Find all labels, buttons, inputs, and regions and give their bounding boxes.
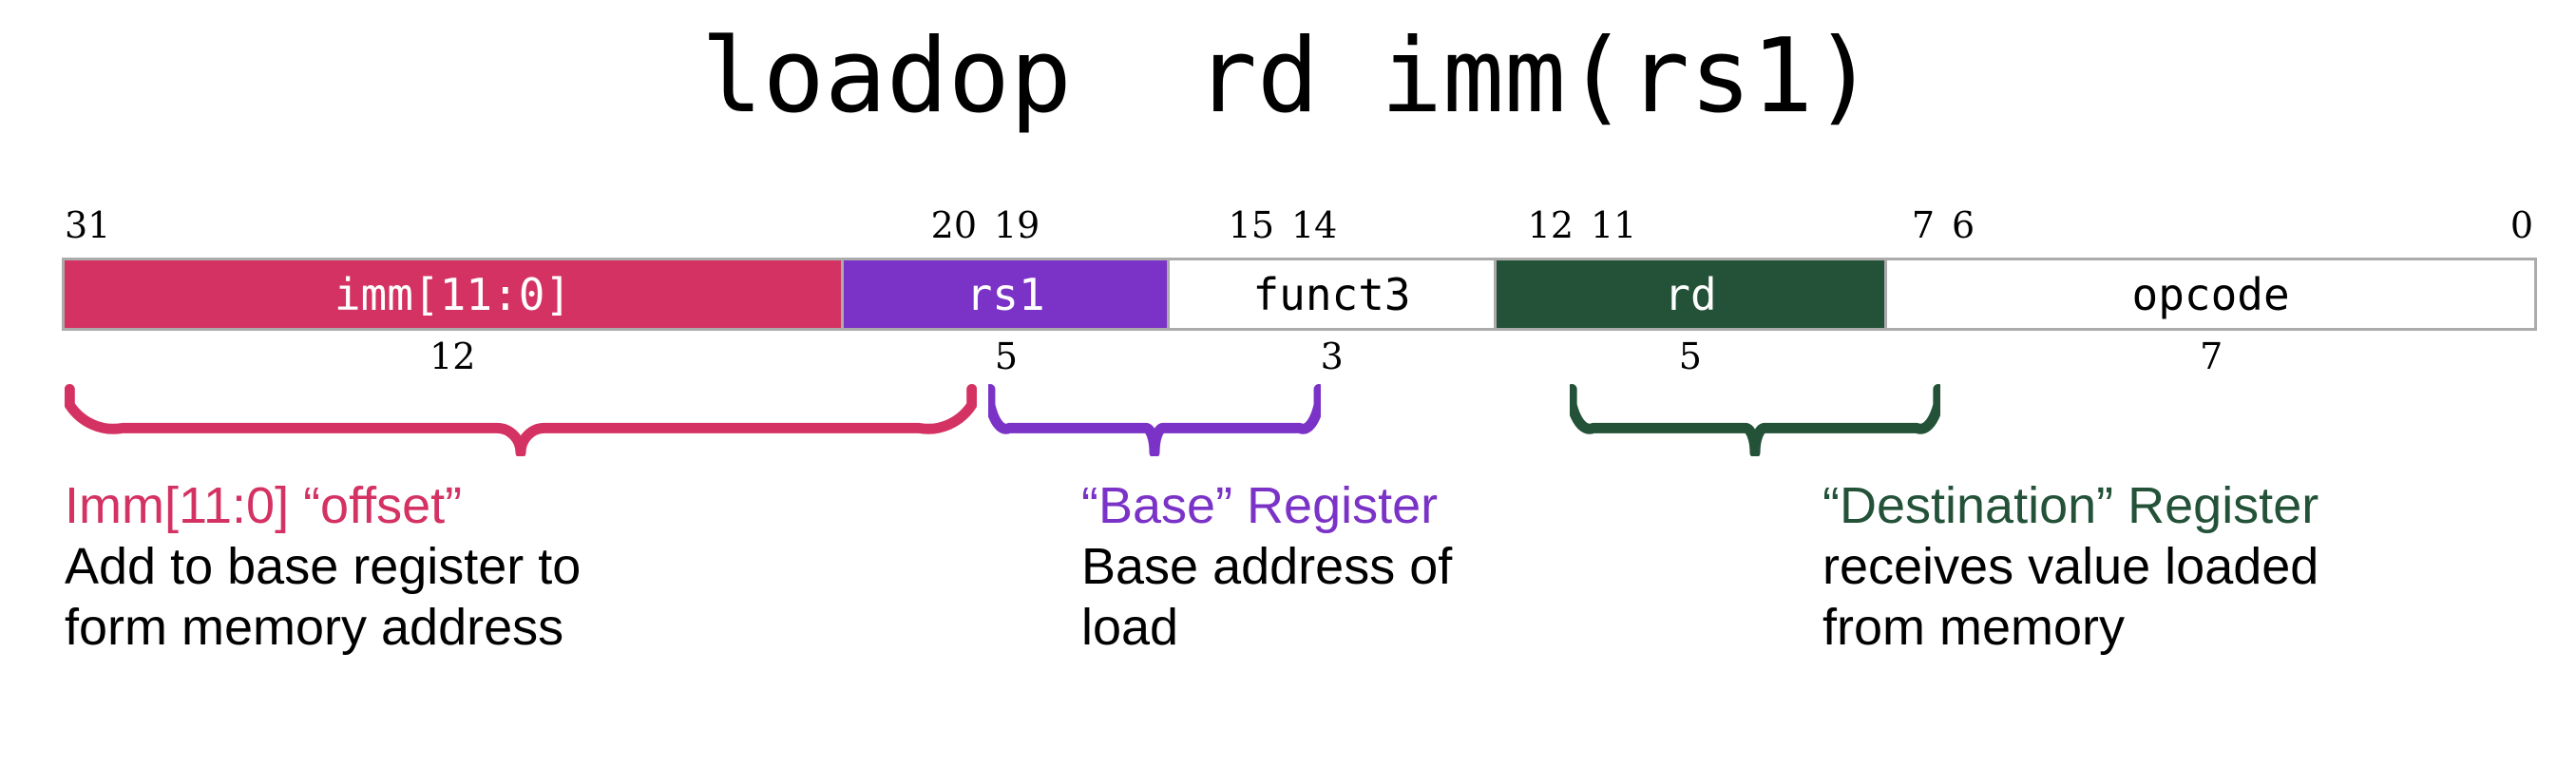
field-rd: rd xyxy=(1493,260,1885,328)
rs1-note-line1: Base address of xyxy=(1081,538,1453,595)
rd-brace xyxy=(1570,384,1940,456)
field-width-row: 12 5 3 5 7 xyxy=(62,335,2537,380)
field-width-rd: 5 xyxy=(1678,336,1702,377)
field-width-rs1: 5 xyxy=(994,336,1019,377)
bit-index-14: 14 xyxy=(1291,204,1338,246)
field-label-rd: rd xyxy=(1664,268,1717,320)
field-width-funct3: 3 xyxy=(1320,336,1344,377)
bit-index-11: 11 xyxy=(1591,204,1637,246)
rs1-brace xyxy=(988,384,1321,456)
imm-note-line2: form memory address xyxy=(65,599,564,656)
annotation-row: Imm[11:0] “offset”Add to base register t… xyxy=(0,475,2576,741)
rs1-brace-glyph xyxy=(988,384,1321,456)
field-label-imm: imm[11:0] xyxy=(334,268,572,320)
rs1-note-heading: “Base” Register xyxy=(1081,477,1439,534)
bit-index-0: 0 xyxy=(2509,204,2533,246)
field-label-funct3: funct3 xyxy=(1252,268,1411,320)
instruction-field-bar: imm[11:0] rs1 funct3 rd opcode xyxy=(62,258,2537,331)
rs1-note-line2: load xyxy=(1081,599,1179,656)
field-label-opcode: opcode xyxy=(2131,268,2290,320)
bit-index-12: 12 xyxy=(1527,204,1574,246)
field-width-imm: 12 xyxy=(429,336,476,377)
brace-row xyxy=(0,384,2576,456)
bit-index-7: 7 xyxy=(1911,204,1935,246)
bit-index-15: 15 xyxy=(1228,204,1274,246)
instruction-title: loadop rd imm(rs1) xyxy=(700,17,1876,136)
field-width-opcode: 7 xyxy=(2200,336,2223,377)
imm-note-line1: Add to base register to xyxy=(65,538,582,595)
bit-index-20: 20 xyxy=(930,204,977,246)
rd-note-line1: receives value loaded xyxy=(1822,538,2319,595)
rd-note-line2: from memory xyxy=(1822,599,2126,656)
bit-index-31: 31 xyxy=(65,204,111,246)
bit-index-6: 6 xyxy=(1952,204,1975,246)
field-label-rs1: rs1 xyxy=(965,268,1045,320)
imm-note: Imm[11:0] “offset”Add to base register t… xyxy=(65,475,581,658)
imm-note-heading: Imm[11:0] “offset” xyxy=(65,477,463,534)
rd-brace-glyph xyxy=(1570,384,1940,456)
field-funct3: funct3 xyxy=(1167,260,1494,328)
rd-note-heading: “Destination” Register xyxy=(1822,477,2319,534)
bit-index-19: 19 xyxy=(994,204,1040,246)
imm-brace-glyph xyxy=(65,384,977,456)
field-rs1: rs1 xyxy=(840,260,1168,328)
field-imm: imm[11:0] xyxy=(65,260,841,328)
field-opcode: opcode xyxy=(1884,260,2534,328)
imm-brace xyxy=(65,384,977,456)
